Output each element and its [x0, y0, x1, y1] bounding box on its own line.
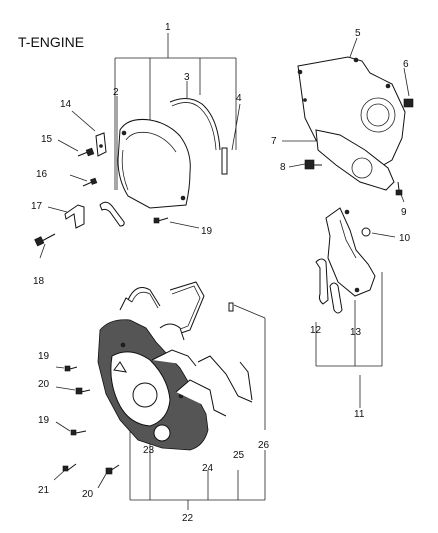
callout-24: 24 [202, 463, 214, 474]
callout-9: 9 [401, 207, 407, 218]
callout-5: 5 [355, 28, 361, 39]
callout-17: 17 [31, 201, 43, 212]
bolt-18 [34, 233, 56, 247]
callout-3: 3 [184, 72, 190, 83]
gasket-2 [99, 201, 125, 227]
seal-26 [228, 302, 234, 312]
bolt-16 [82, 177, 98, 187]
callout-21: 21 [38, 485, 50, 496]
callout-23: 23 [143, 445, 155, 456]
callout-6: 6 [403, 59, 409, 70]
grommet-10 [361, 227, 371, 237]
bracket-17 [64, 204, 85, 229]
nut-6 [403, 98, 414, 108]
bolt-9 [395, 181, 403, 196]
diagram-title: T-ENGINE [18, 34, 84, 50]
bolt-19-upper [153, 217, 169, 224]
bolt-21 [62, 463, 77, 472]
callout-26: 26 [258, 440, 270, 451]
callout-8: 8 [280, 162, 286, 173]
callout-14: 14 [60, 99, 72, 110]
callout-4: 4 [236, 93, 242, 104]
cover-seal-3 [169, 98, 221, 151]
callout-25: 25 [233, 450, 245, 461]
rear-plate-7 [315, 129, 395, 191]
callout-19-upper: 19 [201, 226, 213, 237]
lower-timing-cover-23 [97, 319, 209, 451]
bolt-8 [304, 159, 322, 170]
callout-19-lower-a: 19 [38, 351, 50, 362]
middle-cover-11 [325, 207, 376, 297]
callout-19-lower-b: 19 [38, 415, 50, 426]
callout-1: 1 [165, 22, 171, 33]
gasket-12 [315, 258, 329, 305]
bolt-15 [77, 147, 95, 157]
bolt-19-lower-a [64, 365, 78, 372]
callout-lines-lower-bolts [53, 366, 107, 489]
callout-15: 15 [41, 134, 53, 145]
callout-22: 22 [182, 513, 194, 524]
callout-10: 10 [399, 233, 411, 244]
callout-lines-upper-left [39, 33, 241, 259]
callout-20-b: 20 [82, 489, 94, 500]
upper-timing-cover [117, 119, 191, 209]
callout-numbers: 1 2 3 4 5 6 7 8 9 10 11 12 13 14 15 16 1… [31, 22, 411, 524]
cover-seal-4 [221, 147, 228, 175]
bolt-20-b [105, 464, 120, 475]
callout-18: 18 [33, 276, 45, 287]
lower-seals [119, 281, 253, 417]
callout-20-a: 20 [38, 379, 50, 390]
gasket-13 [329, 282, 343, 314]
bolt-20-a [75, 387, 91, 395]
callout-16: 16 [36, 169, 48, 180]
callout-lines-right-middle [315, 272, 383, 408]
callout-11: 11 [354, 409, 365, 420]
bolt-19-lower-b [70, 429, 87, 436]
callout-12: 12 [310, 325, 322, 336]
callout-7: 7 [271, 136, 277, 147]
callout-13: 13 [350, 327, 362, 338]
callout-2: 2 [113, 87, 119, 98]
